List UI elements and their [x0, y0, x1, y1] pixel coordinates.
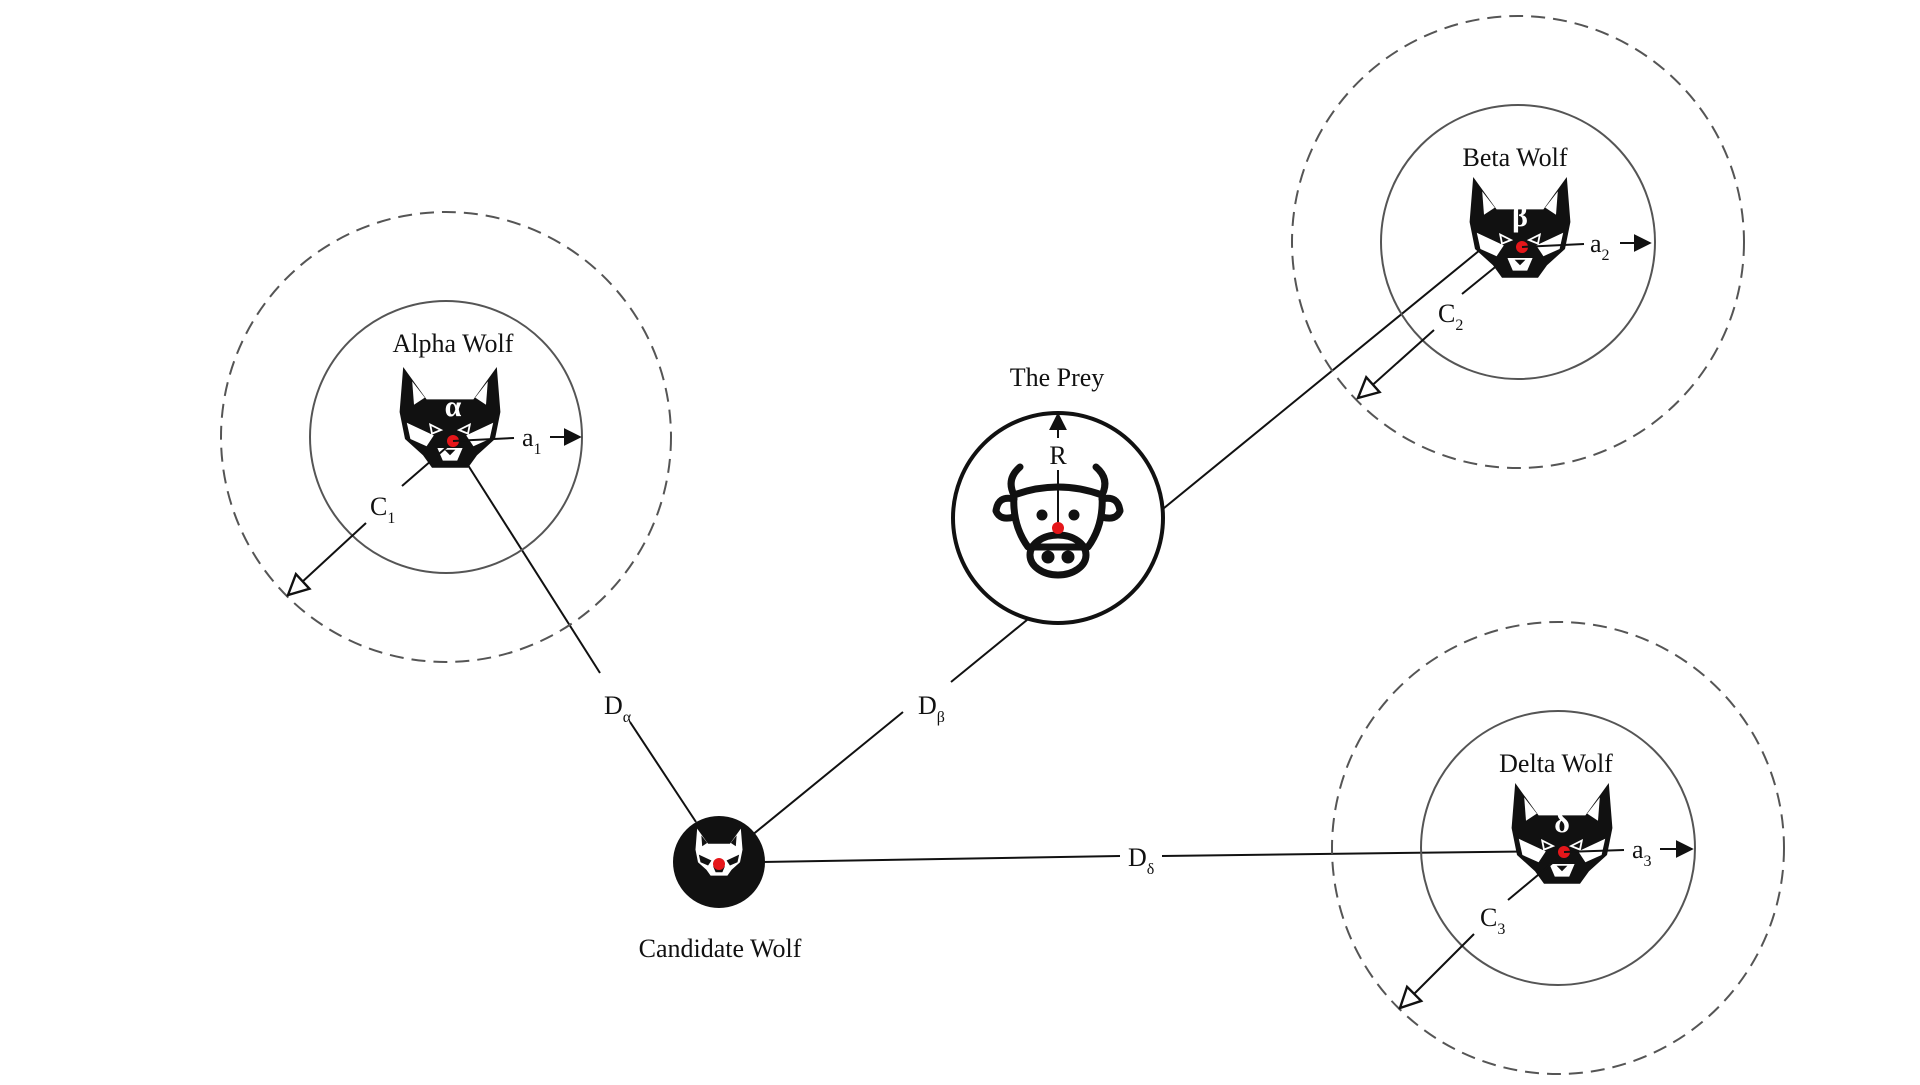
d-delta-label: Dδ: [1128, 843, 1154, 878]
prey-center-dot: [1052, 522, 1064, 534]
prey-group: The Prey R: [951, 363, 1165, 625]
prey-r-label: R: [1049, 441, 1067, 470]
beta-outer-dashed-ring: [1291, 15, 1745, 469]
prey-label: The Prey: [1010, 363, 1105, 392]
delta-c-arrow: [1400, 933, 1475, 1008]
line-d-delta-right: [1161, 850, 1561, 857]
beta-wolf-label: Beta Wolf: [1462, 143, 1567, 172]
alpha-inner-ring: [309, 300, 583, 574]
alpha-c-arrow: [288, 522, 367, 595]
alpha-a-label: a1: [522, 423, 542, 458]
alpha-a-vector: [452, 437, 515, 442]
d-beta-label: Dβ: [918, 691, 945, 726]
candidate-wolf-label: Candidate Wolf: [639, 934, 802, 963]
alpha-c-label: C1: [370, 492, 395, 527]
delta-symbol: δ: [1554, 806, 1570, 839]
line-d-beta-lower: [750, 711, 904, 837]
line-d-alpha-upper: [451, 439, 601, 674]
beta-c-arrow: [1358, 329, 1435, 398]
line-d-alpha-lower: [629, 721, 697, 823]
alpha-outer-dashed-ring: [220, 211, 672, 663]
line-d-delta-left: [759, 855, 1121, 863]
delta-outer-dashed-ring: [1331, 621, 1785, 1075]
beta-inner-ring: [1380, 104, 1656, 380]
beta-c-label: C2: [1438, 299, 1463, 334]
delta-a-vector: [1563, 849, 1625, 853]
alpha-symbol: α: [445, 390, 462, 423]
delta-wolf-label: Delta Wolf: [1499, 749, 1613, 778]
candidate-center-dot: [713, 858, 725, 870]
delta-c-vector: [1507, 859, 1557, 901]
delta-c-label: C3: [1480, 903, 1505, 938]
cow-head-icon: [992, 463, 1124, 579]
delta-inner-ring: [1420, 710, 1696, 986]
candidate-wolf-group: Candidate Wolf: [639, 816, 802, 963]
beta-wolf-group: Beta Wolf β a2 C2: [1291, 15, 1745, 469]
beta-a-label: a2: [1590, 229, 1610, 264]
delta-a-label: a3: [1632, 835, 1652, 870]
beta-c-vector: [1461, 254, 1511, 295]
alpha-c-vector: [401, 446, 448, 487]
alpha-wolf-label: Alpha Wolf: [393, 329, 514, 358]
alpha-wolf-group: Alpha Wolf α a1 C1: [220, 211, 672, 663]
beta-symbol: β: [1512, 200, 1528, 233]
d-alpha-label: Dα: [604, 691, 632, 726]
beta-a-vector: [1521, 243, 1585, 248]
delta-wolf-group: Delta Wolf δ a3 C3: [1331, 621, 1785, 1075]
